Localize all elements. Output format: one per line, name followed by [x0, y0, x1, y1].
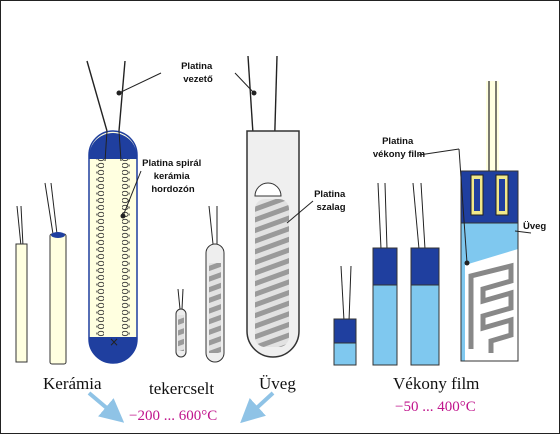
- caption-tekercselt: tekercselt: [149, 379, 214, 398]
- thin-film-sensor-medium-b: [410, 182, 440, 366]
- thin-film-sensor-large: [460, 81, 519, 362]
- caption-keramia: Kerámia: [43, 374, 102, 393]
- svg-text:×: ×: [109, 335, 119, 349]
- caption-uveg: Üveg: [259, 374, 296, 393]
- wound-sensor-small: [175, 288, 187, 358]
- label-platina-vezeto: Platina vezető: [181, 61, 215, 85]
- label-platina-vekony-film: Platina vékony film: [373, 136, 425, 160]
- range-thin-film: −50 ... 400°C: [395, 399, 476, 415]
- label-platina-szalag: Platina szalag: [314, 189, 348, 213]
- range-wound: −200 ... 600°C: [129, 408, 217, 424]
- arrows: [87, 391, 275, 424]
- thin-film-sensor-small: [333, 265, 357, 366]
- caption-vekony-film: Vékony film: [393, 374, 479, 393]
- leader-lines: [118, 72, 532, 264]
- ceramic-sensor-thin: [15, 205, 28, 363]
- glass-ribbon-sensor: [246, 55, 300, 358]
- label-platina-spiral: Platina spirál kerámia hordozón: [142, 158, 204, 195]
- label-uveg: Üveg: [523, 221, 546, 232]
- thin-film-sensor-medium-a: [372, 182, 398, 366]
- wound-sensor-medium: [205, 205, 225, 363]
- ceramic-coil-sensor: ×: [86, 60, 138, 364]
- ceramic-sensor-medium: [44, 182, 67, 365]
